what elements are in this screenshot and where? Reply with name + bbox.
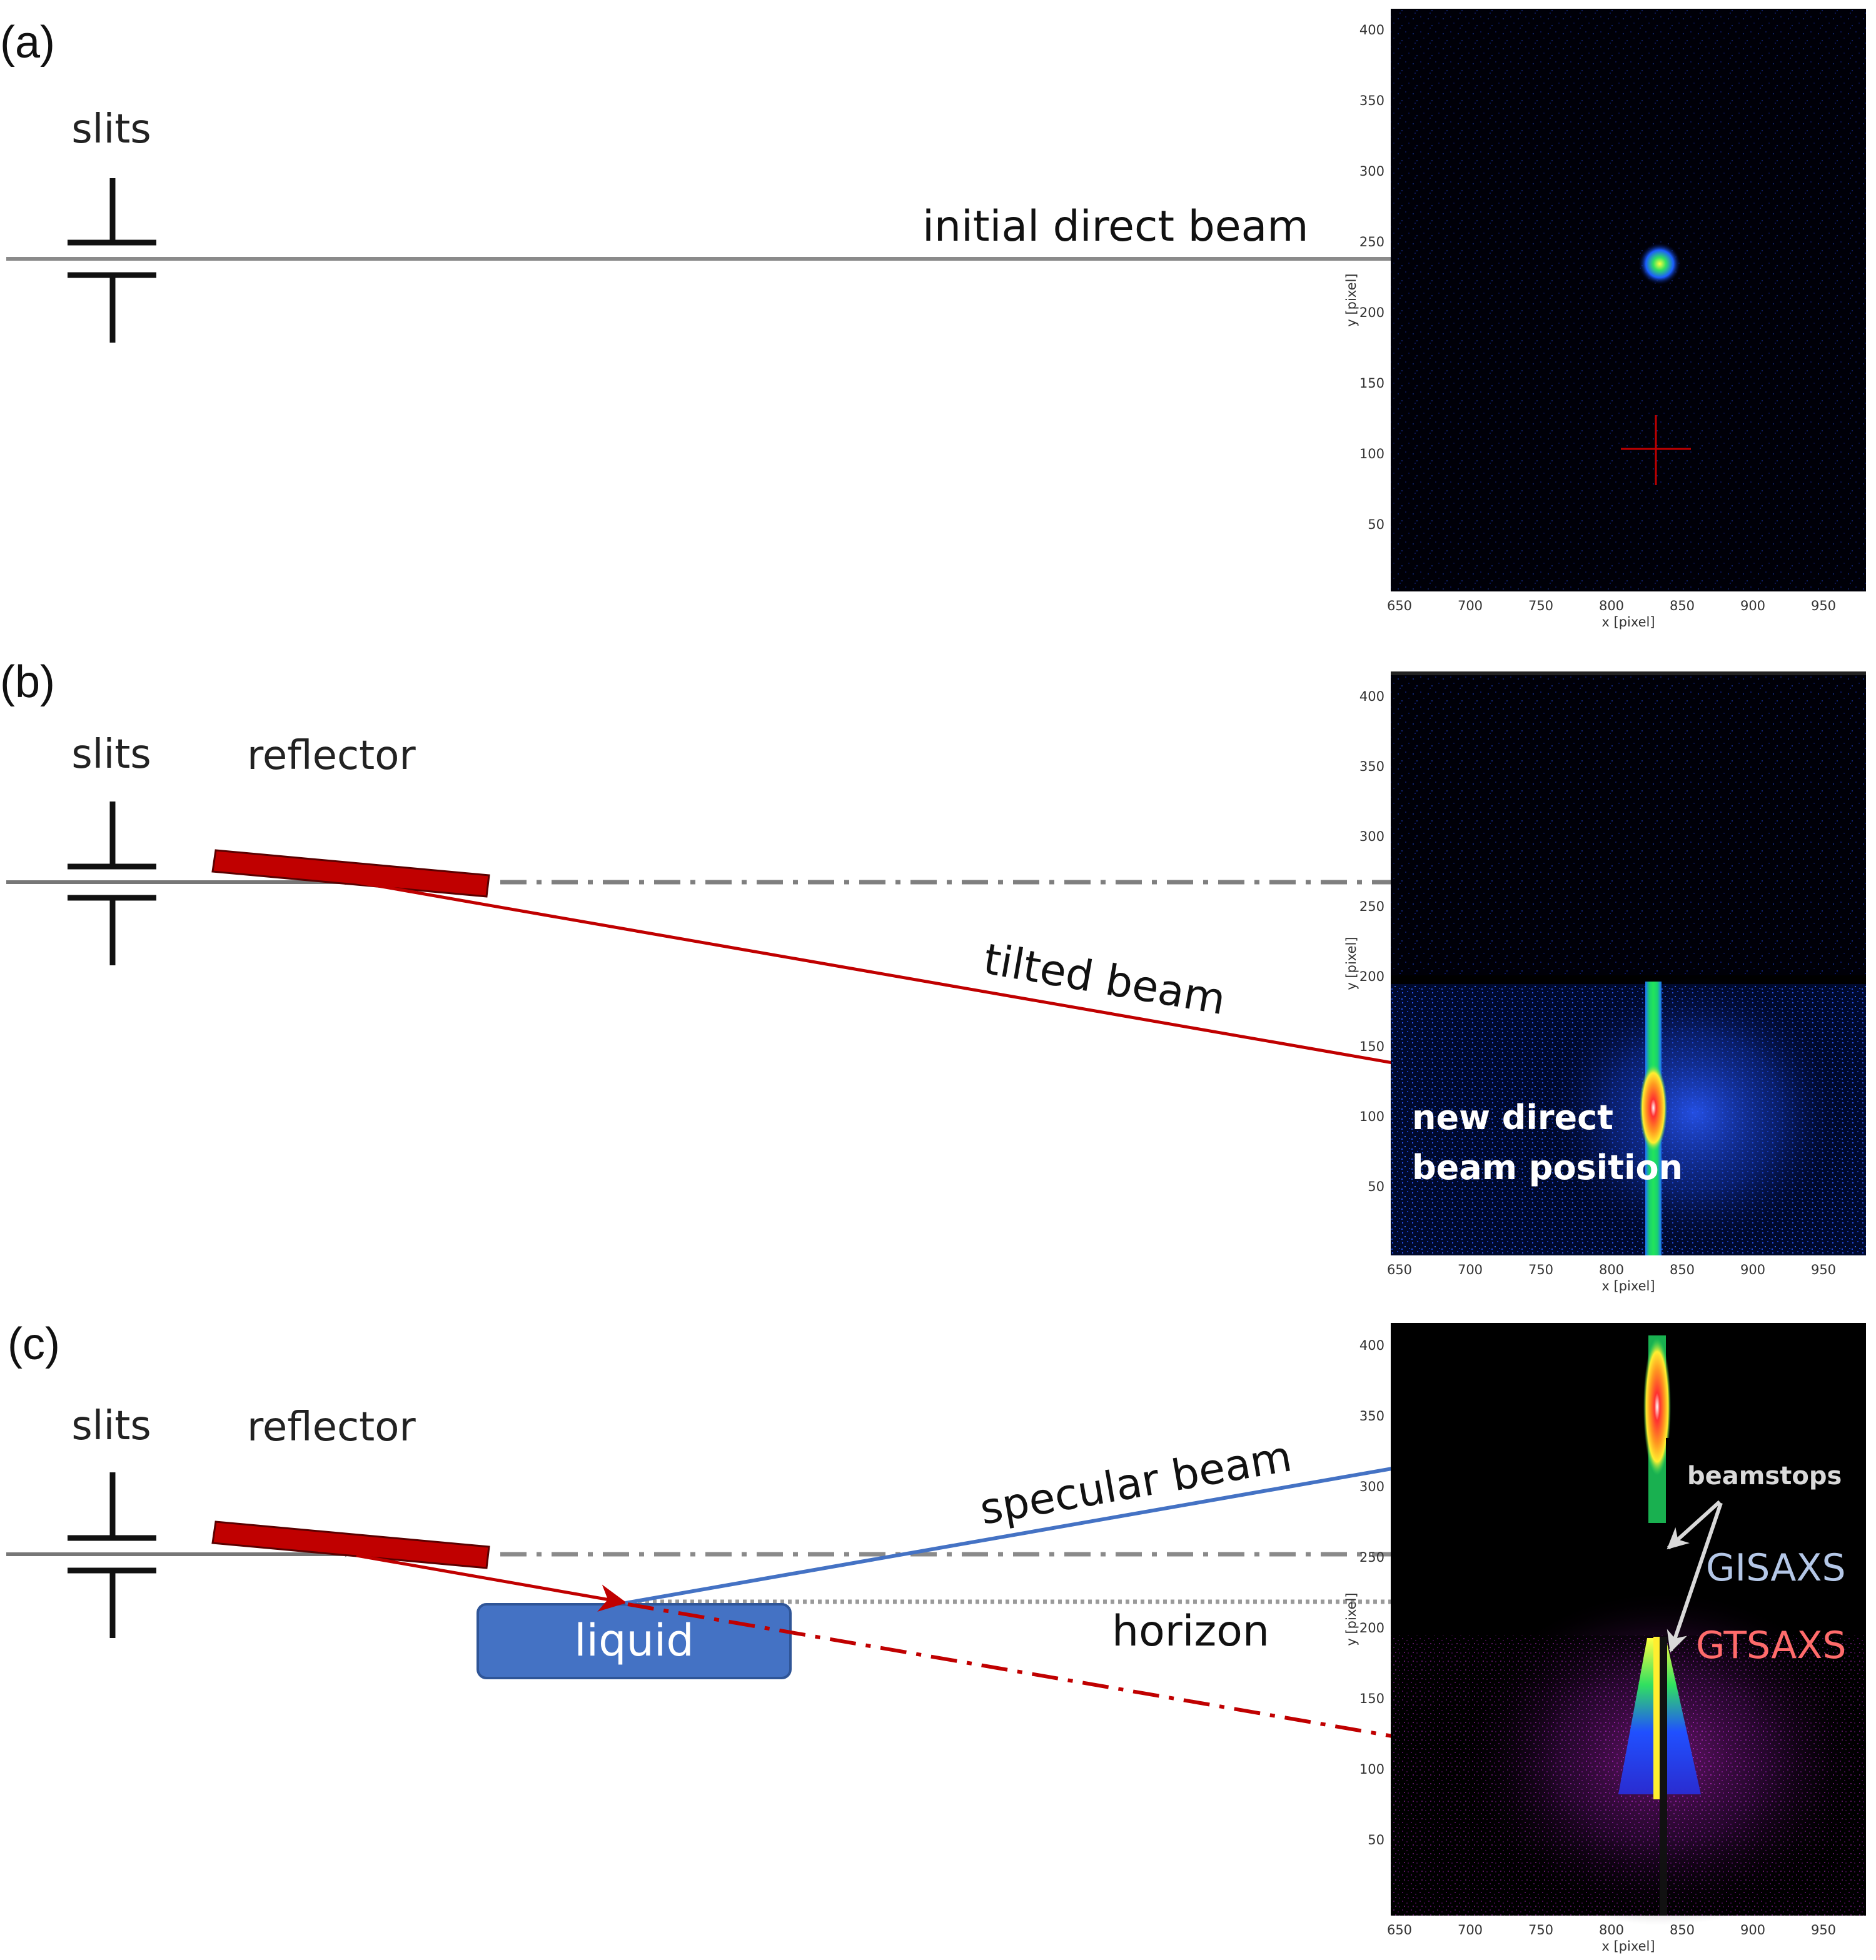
reflector-label-c: reflector — [247, 1404, 416, 1450]
slits-label-c: slits — [71, 1403, 151, 1449]
panel-label-a: (a) — [0, 18, 55, 68]
slits-c — [68, 1472, 156, 1638]
beamstop-arrow-1 — [1667, 1500, 1722, 1550]
y-tick-label: 50 — [1368, 1832, 1384, 1847]
x-tick-label: 950 — [1811, 1922, 1836, 1937]
tilted-beam-c — [356, 1554, 627, 1612]
x-axis-title: x [pixel] — [1601, 1939, 1655, 1954]
panel-a: (a) slits initial direct beam — [0, 9, 1866, 591]
y-tick-label: 250 — [1359, 899, 1384, 914]
x-tick-label: 850 — [1670, 598, 1695, 613]
transmitted-beam — [627, 1602, 1660, 1791]
beamstops-label: beamstops — [1687, 1462, 1842, 1490]
detector-c: beamstops GISAXS GTSAXS — [1391, 1323, 1870, 1926]
y-axis-title: y [pixel] — [1344, 273, 1359, 326]
detector-a — [1391, 9, 1866, 591]
beamstop-lower — [1660, 1637, 1667, 1916]
x-tick-label: 750 — [1528, 1922, 1553, 1937]
y-tick-label: 50 — [1368, 1179, 1384, 1194]
y-tick-label: 400 — [1359, 23, 1384, 38]
beamstop-arrow-2 — [1667, 1502, 1723, 1653]
y-axis-title: y [pixel] — [1344, 1592, 1359, 1646]
x-tick-label: 650 — [1387, 1922, 1412, 1937]
x-tick-label: 700 — [1458, 1262, 1483, 1277]
y-tick-label: 350 — [1359, 93, 1384, 108]
reflector-label-b: reflector — [247, 733, 416, 779]
x-tick-label: 750 — [1528, 1262, 1553, 1277]
panel-label-c: (c) — [8, 1319, 60, 1369]
liquid-label: liquid — [574, 1615, 694, 1666]
gisaxs-label: GISAXS — [1706, 1546, 1846, 1590]
y-tick-label: 150 — [1359, 376, 1384, 391]
x-tick-label: 800 — [1599, 1922, 1624, 1937]
x-tick-label: 800 — [1599, 598, 1624, 613]
horizon-label: horizon — [1112, 1607, 1269, 1656]
panel-label-b: (b) — [0, 657, 55, 707]
specular-beam-label: specular beam — [976, 1432, 1295, 1534]
x-tick-label: 900 — [1740, 1922, 1765, 1937]
x-tick-label: 950 — [1811, 1262, 1836, 1277]
new-direct-label-1: new direct — [1412, 1098, 1613, 1137]
y-tick-label: 200 — [1359, 1621, 1384, 1636]
y-tick-label: 200 — [1359, 969, 1384, 984]
x-tick-label: 950 — [1811, 598, 1836, 613]
panel-b: (b) slits reflector tilted beam new dire… — [0, 657, 1866, 1257]
y-tick-label: 150 — [1359, 1039, 1384, 1054]
x-tick-label: 650 — [1387, 1262, 1412, 1277]
initial-beam-label-a: initial direct beam — [922, 202, 1309, 251]
y-tick-label: 50 — [1368, 517, 1384, 532]
x-tick-label: 650 — [1387, 598, 1412, 613]
x-tick-label: 900 — [1740, 598, 1765, 613]
slits-label-a: slits — [71, 106, 151, 153]
x-tick-label: 700 — [1458, 1922, 1483, 1937]
y-tick-label: 100 — [1359, 1109, 1384, 1124]
panel-c: (c) slits reflector liquid specular beam… — [6, 1319, 1870, 1926]
y-tick-label: 150 — [1359, 1691, 1384, 1706]
x-axis-title: x [pixel] — [1601, 1279, 1655, 1294]
y-tick-label: 300 — [1359, 164, 1384, 179]
y-tick-label: 250 — [1359, 1550, 1384, 1565]
slits-b — [68, 802, 156, 965]
y-tick-label: 250 — [1359, 234, 1384, 249]
new-direct-label-2: beam position — [1412, 1148, 1683, 1187]
y-axis-title: y [pixel] — [1344, 937, 1359, 990]
x-axis-title: x [pixel] — [1601, 615, 1655, 630]
x-tick-label: 900 — [1740, 1262, 1765, 1277]
x-tick-label: 850 — [1670, 1922, 1695, 1937]
y-tick-label: 400 — [1359, 689, 1384, 704]
detector-b: new direct beam position — [1391, 671, 1866, 1257]
x-tick-label: 850 — [1670, 1262, 1695, 1277]
x-tick-label: 800 — [1599, 1262, 1624, 1277]
y-tick-label: 100 — [1359, 1762, 1384, 1777]
y-tick-label: 350 — [1359, 759, 1384, 774]
slits-label-b: slits — [71, 731, 151, 778]
reflector-b — [211, 849, 490, 898]
y-tick-label: 400 — [1359, 1338, 1384, 1353]
detector-axes: 650 700 750 800 850 900 950 400 350 300 250 200 150 1… — [1344, 23, 1836, 1954]
y-tick-label: 300 — [1359, 829, 1384, 844]
center-cross — [1621, 415, 1691, 485]
x-tick-label: 750 — [1528, 598, 1553, 613]
slits-a — [68, 178, 156, 343]
reflector-c — [211, 1520, 490, 1569]
y-tick-label: 350 — [1359, 1409, 1384, 1424]
beamstop-upper — [1666, 1438, 1672, 1525]
x-tick-label: 700 — [1458, 598, 1483, 613]
y-tick-label: 300 — [1359, 1479, 1384, 1494]
y-tick-label: 100 — [1359, 446, 1384, 461]
gtsaxs-label: GTSAXS — [1696, 1624, 1846, 1667]
y-tick-label: 200 — [1359, 305, 1384, 320]
